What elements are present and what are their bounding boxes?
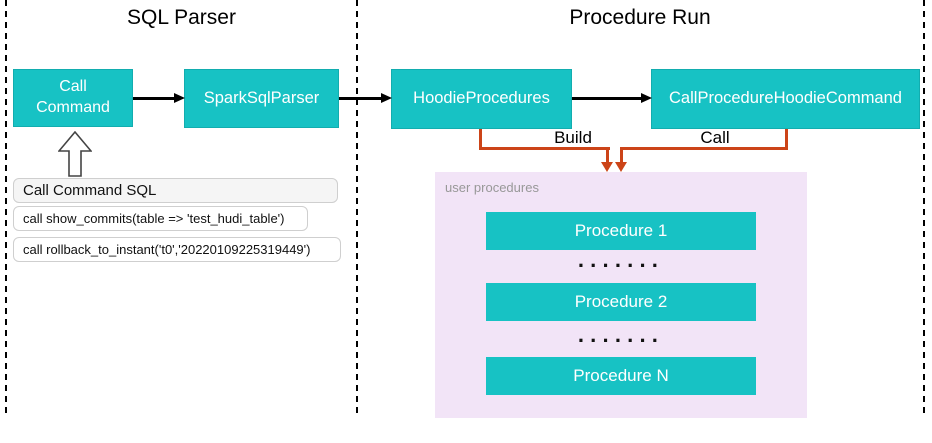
node-procedure-n: Procedure N	[486, 357, 756, 395]
call-connector-vertical	[785, 129, 788, 150]
arrow-hoodieprocedures-to-callprocedure	[572, 93, 652, 103]
sql-row-rollback-to-instant: call rollback_to_instant('t0','202201092…	[13, 237, 341, 262]
call-edge-label: Call	[700, 128, 730, 147]
node-procedure-1: Procedure 1	[486, 212, 756, 250]
arrow-callcommand-to-sparksqlparser	[133, 93, 185, 103]
node-procedure-2: Procedure 2	[486, 283, 756, 321]
node-hoodie-procedures: HoodieProcedures	[391, 69, 572, 129]
ellipsis-dots-1: ·······	[577, 253, 665, 278]
sql-panel-header: Call Command SQL	[13, 178, 338, 203]
node-call-command: Call Command	[13, 69, 133, 127]
up-arrow-icon	[58, 131, 92, 177]
dashed-separator-right	[923, 0, 925, 413]
call-connector-horizontal	[620, 147, 788, 150]
build-edge-label: Build	[554, 128, 592, 147]
call-arrowhead-icon	[615, 162, 627, 172]
dashed-separator-left	[5, 0, 7, 413]
section-title-procedure-run: Procedure Run	[569, 6, 711, 29]
ellipsis-dots-2: ·······	[577, 328, 665, 353]
section-title-sql-parser: SQL Parser	[127, 6, 236, 29]
user-procedures-label: user procedures	[445, 180, 539, 195]
build-connector-stub	[606, 147, 609, 163]
build-connector-vertical	[479, 129, 482, 150]
arrow-sparksqlparser-to-hoodieprocedures	[339, 93, 392, 103]
dashed-separator-middle	[356, 0, 358, 413]
node-call-procedure-hoodie-command: CallProcedureHoodieCommand	[651, 69, 920, 129]
build-arrowhead-icon	[601, 162, 613, 172]
node-spark-sql-parser: SparkSqlParser	[184, 69, 339, 128]
call-connector-stub	[620, 147, 623, 163]
sql-row-show-commits: call show_commits(table => 'test_hudi_ta…	[13, 206, 308, 231]
build-connector-horizontal	[479, 147, 610, 150]
